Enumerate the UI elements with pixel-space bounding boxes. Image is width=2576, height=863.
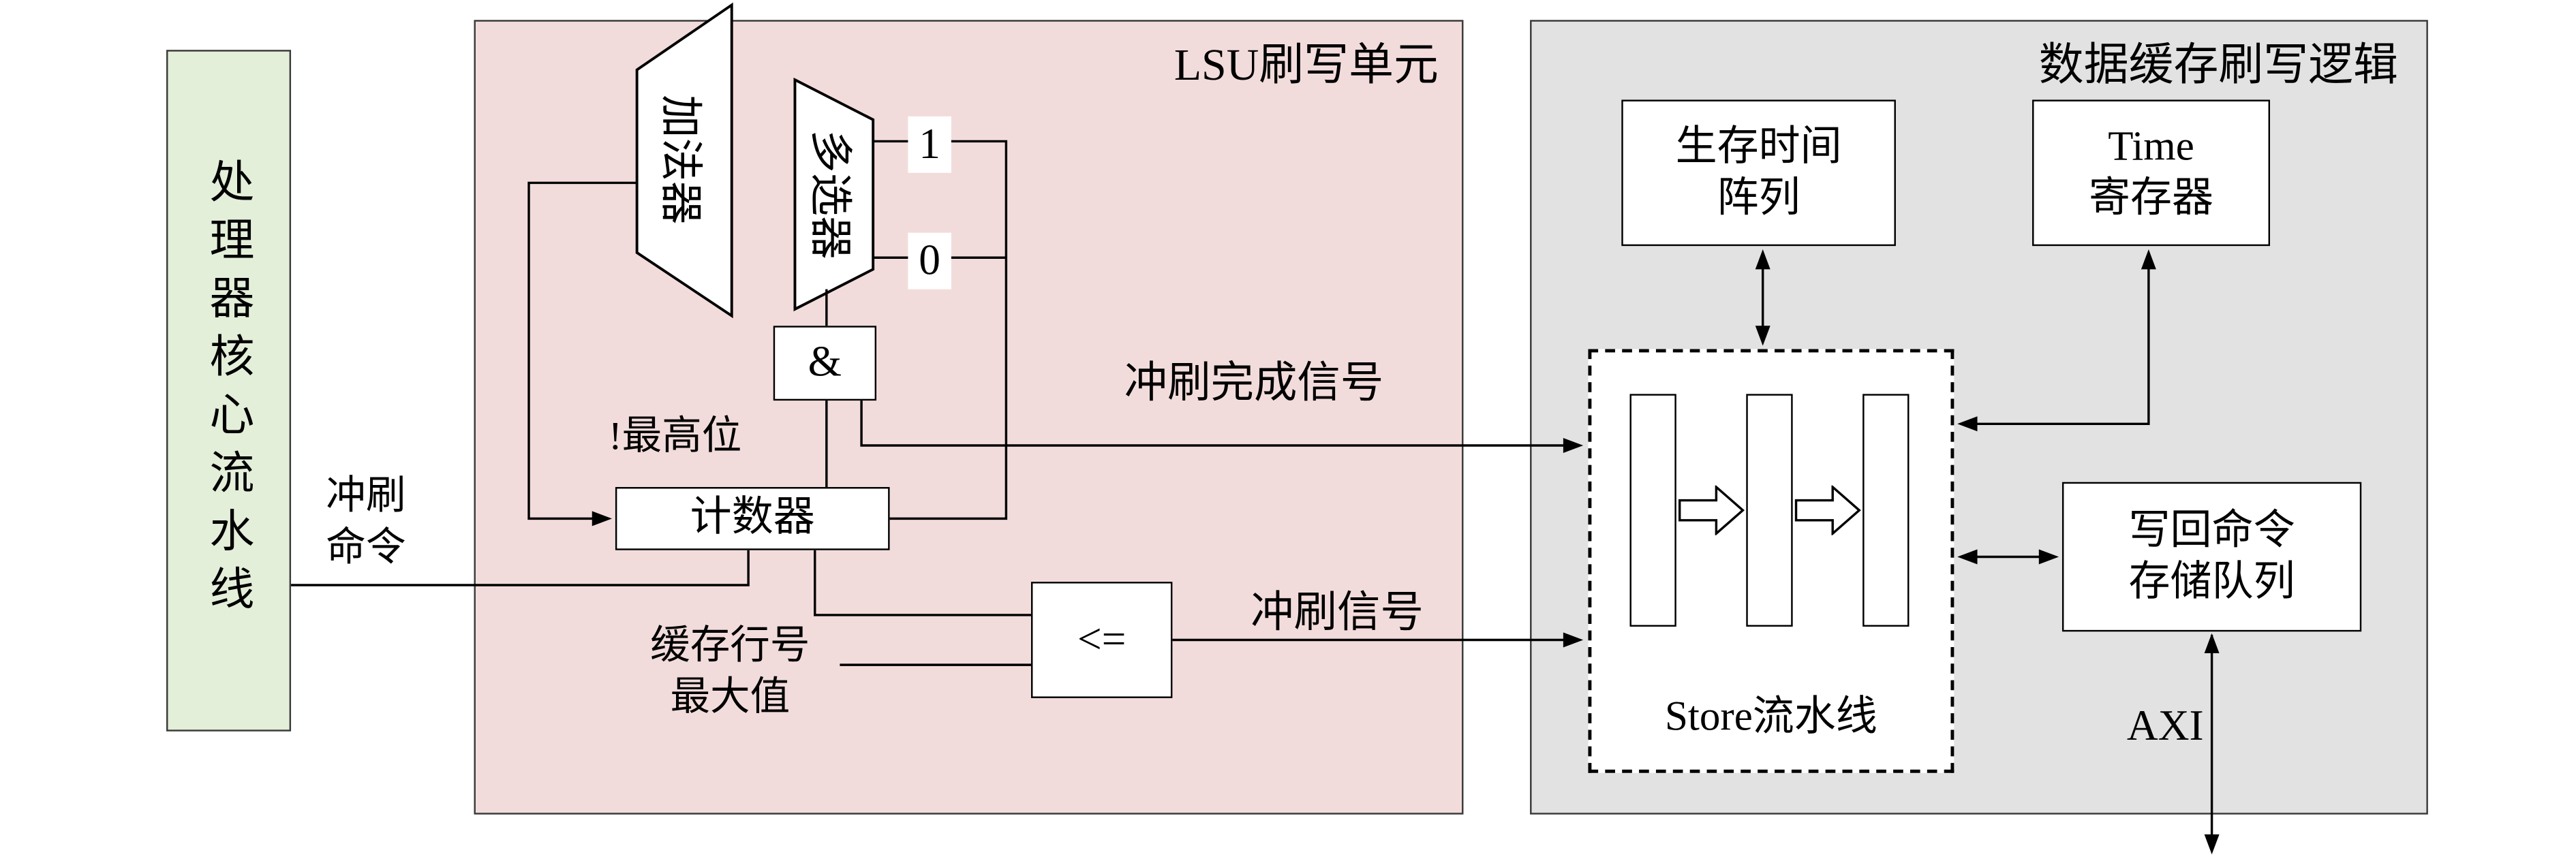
cache-logic-title: 数据缓存刷写逻辑	[2038, 40, 2398, 90]
store-pipeline-box: Store流水线	[1588, 349, 1954, 773]
wire-flush-done	[860, 398, 1574, 447]
arrowhead	[1957, 549, 1978, 565]
wire-adder-feedback	[527, 181, 637, 520]
mux-label: 多选器	[806, 129, 855, 260]
counter-label: 计数器	[690, 496, 815, 542]
and-gate-box: &	[773, 326, 877, 401]
arrowhead	[2038, 549, 2059, 565]
lsu-unit-title: LSU刷写单元	[1174, 40, 1439, 90]
arrowhead	[2141, 249, 2156, 270]
adder-shape	[635, 2, 733, 319]
lsu-unit-box	[474, 20, 1464, 815]
ttl-array-box: 生存时间 阵列	[1621, 99, 1896, 247]
wire-time-store	[1961, 252, 2150, 425]
arrowhead	[592, 511, 613, 527]
not-msb-label: !最高位	[609, 415, 742, 459]
pipeline-stage	[1746, 394, 1793, 627]
axi-label: AXI	[2126, 701, 2204, 750]
and-gate-label: &	[808, 337, 842, 386]
arrowhead	[2204, 834, 2220, 855]
flush-done-signal-label: 冲刷完成信号	[1124, 359, 1384, 407]
arrowhead	[2204, 633, 2220, 654]
writeback-queue-box: 写回命令 存储队列	[2061, 482, 2362, 632]
cache-line-max-label: 缓存行号 最大值	[650, 625, 810, 721]
flush-signal-label: 冲刷信号	[1251, 588, 1424, 637]
wire-counter-to-comparator	[814, 550, 1031, 616]
processor-pipeline-box: 处理器核心流水线	[166, 50, 292, 732]
arrowhead	[1755, 249, 1770, 270]
arrowhead	[1563, 438, 1584, 453]
comparator-box: <=	[1030, 582, 1173, 698]
time-register-box: Time 寄存器	[2032, 99, 2271, 247]
adder-label: 加法器	[656, 95, 705, 225]
mux-input-0-label: 0	[908, 232, 951, 289]
pipeline-stage	[1629, 394, 1676, 627]
wire-counter-to-mux	[873, 140, 1008, 520]
pipeline-arrow	[1678, 485, 1745, 535]
mux-input-1-label: 1	[908, 116, 951, 173]
pipeline-stage	[1862, 394, 1910, 627]
flush-command-label: 冲刷 命令	[326, 475, 406, 571]
wire-flush-command	[291, 550, 750, 586]
pipeline-arrow	[1794, 485, 1861, 535]
counter-box: 计数器	[615, 487, 890, 550]
arrowhead	[1563, 632, 1584, 648]
processor-pipeline-label: 处理器核心流水线	[202, 157, 253, 624]
mux-shape	[793, 77, 875, 312]
store-pipeline-label: Store流水线	[1665, 695, 1877, 740]
arrowhead	[1957, 416, 1978, 432]
arrowhead	[1755, 326, 1770, 346]
comparator-label: <=	[1077, 614, 1126, 663]
